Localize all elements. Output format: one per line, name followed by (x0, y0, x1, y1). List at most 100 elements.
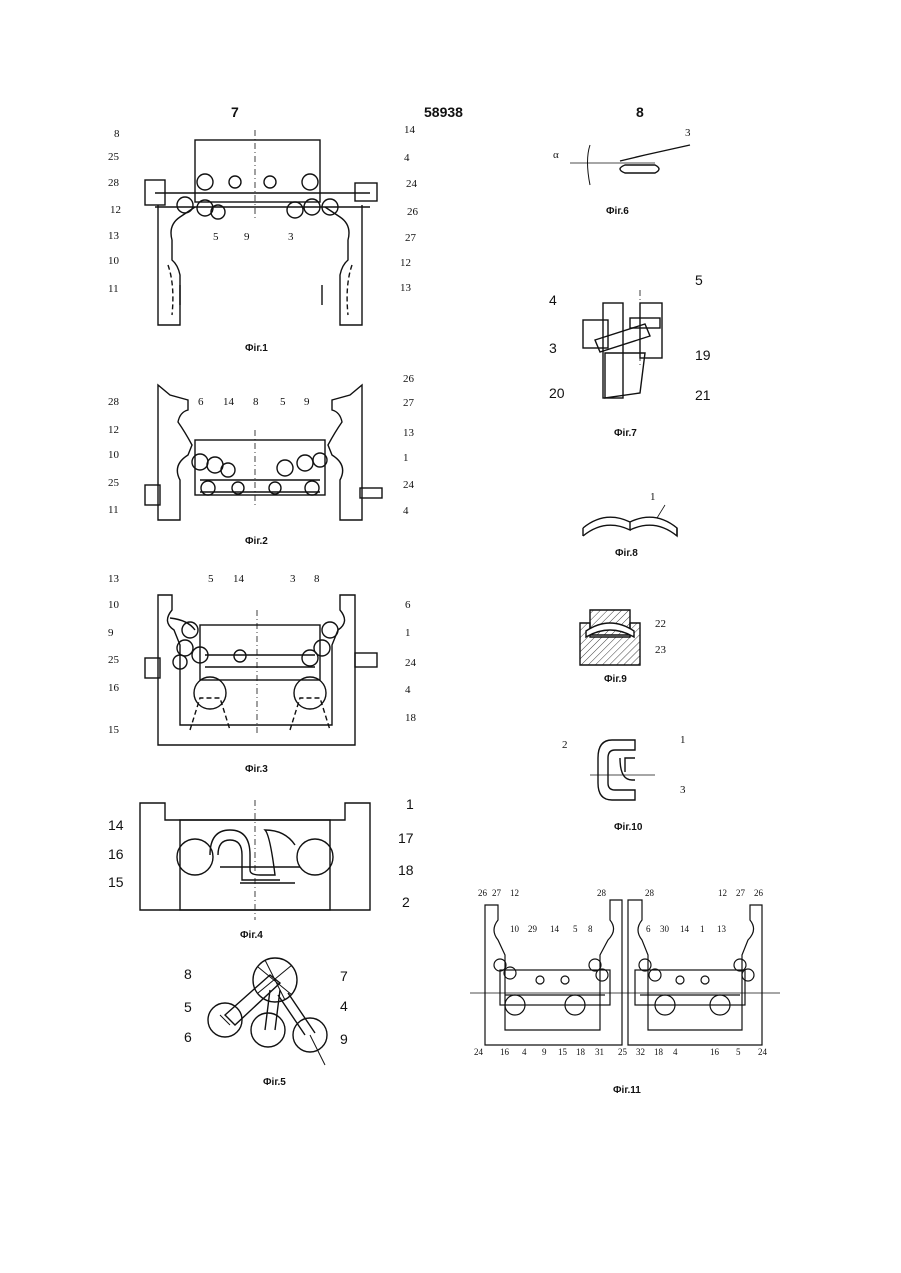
label-9: 9 (542, 1048, 547, 1057)
figure-8: 1 (575, 490, 685, 540)
label-3: 3 (549, 341, 557, 355)
label-6: 6 (198, 397, 204, 408)
label-4: 4 (404, 153, 410, 164)
label-9: 9 (340, 1032, 348, 1046)
label-1: 1 (700, 925, 705, 934)
label-3: 3 (685, 128, 691, 139)
label-4: 4 (403, 506, 409, 517)
label-27: 27 (492, 889, 501, 898)
figure-3: 13 10 9 25 16 15 5 14 3 8 6 1 24 4 18 (100, 570, 430, 750)
label-8: 8 (588, 925, 593, 934)
label-27: 27 (403, 398, 414, 409)
label-5: 5 (695, 273, 703, 287)
label-1: 1 (650, 492, 656, 503)
label-8: 8 (184, 967, 192, 981)
label-13: 13 (108, 231, 119, 242)
figure-8-caption: Фіг.8 (615, 548, 638, 559)
label-21: 21 (695, 388, 711, 402)
label-26b: 26 (754, 889, 763, 898)
figure-1-drawing (100, 125, 430, 355)
figure-3-caption: Фіг.3 (245, 764, 268, 775)
label-28: 28 (597, 889, 606, 898)
label-5b: 5 (736, 1048, 741, 1057)
figure-1: 8 25 28 12 13 10 11 14 4 24 26 27 12 13 … (100, 125, 430, 355)
label-18b: 18 (654, 1048, 663, 1057)
label-17: 17 (398, 831, 414, 845)
label-1: 1 (405, 628, 411, 639)
label-7: 7 (340, 969, 348, 983)
label-3: 3 (288, 232, 294, 243)
page-number-right: 8 (636, 104, 644, 120)
label-29: 29 (528, 925, 537, 934)
label-13: 13 (403, 428, 414, 439)
figure-11: 26 27 12 28 28 12 27 26 10 29 14 5 8 6 3… (470, 885, 780, 1065)
label-5: 5 (573, 925, 578, 934)
label-12: 12 (110, 205, 121, 216)
label-19: 19 (695, 348, 711, 362)
label-13: 13 (717, 925, 726, 934)
label-14: 14 (223, 397, 234, 408)
label-4: 4 (340, 999, 348, 1013)
label-14: 14 (404, 125, 415, 136)
label-24: 24 (474, 1048, 483, 1057)
label-12: 12 (510, 889, 519, 898)
label-9: 9 (244, 232, 250, 243)
label-15: 15 (108, 875, 124, 889)
label-4: 4 (549, 293, 557, 307)
label-9: 9 (108, 628, 114, 639)
label-14b: 14 (680, 925, 689, 934)
label-6: 6 (184, 1030, 192, 1044)
label-12b: 12 (718, 889, 727, 898)
label-18: 18 (405, 713, 416, 724)
figure-9: 22 23 (570, 605, 700, 670)
figure-3-drawing (100, 570, 430, 750)
label-18: 18 (398, 863, 414, 877)
label-24b: 24 (758, 1048, 767, 1057)
label-14: 14 (108, 818, 124, 832)
label-16: 16 (108, 847, 124, 861)
label-24: 24 (405, 658, 416, 669)
label-32: 32 (636, 1048, 645, 1057)
figure-10-drawing (560, 728, 700, 818)
label-26: 26 (403, 374, 414, 385)
patent-number: 58938 (424, 104, 463, 120)
page-number-left: 7 (231, 104, 239, 120)
label-25: 25 (108, 152, 119, 163)
label-28: 28 (108, 397, 119, 408)
label-26: 26 (478, 889, 487, 898)
figure-4-caption: Фіг.4 (240, 930, 263, 941)
label-16: 16 (500, 1048, 509, 1057)
label-5: 5 (280, 397, 286, 408)
label-6: 6 (646, 925, 651, 934)
label-25: 25 (108, 478, 119, 489)
label-10: 10 (108, 600, 119, 611)
label-15: 15 (108, 725, 119, 736)
label-27b: 27 (736, 889, 745, 898)
label-10: 10 (108, 450, 119, 461)
label-9: 9 (304, 397, 310, 408)
label-14: 14 (233, 574, 244, 585)
figure-2-drawing (100, 370, 430, 530)
figure-8-drawing (575, 490, 685, 540)
figure-9-drawing (570, 605, 700, 670)
figure-4-drawing (100, 795, 430, 925)
label-3: 3 (290, 574, 296, 585)
label-24: 24 (406, 179, 417, 190)
figure-1-caption: Фіг.1 (245, 343, 268, 354)
figure-5-caption: Фіг.5 (263, 1077, 286, 1088)
label-8: 8 (253, 397, 259, 408)
label-1: 1 (406, 797, 414, 811)
label-4: 4 (405, 685, 411, 696)
label-16: 16 (108, 683, 119, 694)
label-22: 22 (655, 619, 666, 630)
label-13: 13 (108, 574, 119, 585)
label-5: 5 (208, 574, 214, 585)
figure-2: 28 12 10 25 11 6 14 8 5 9 13 1 24 4 26 2… (100, 370, 430, 530)
label-5: 5 (213, 232, 219, 243)
label-1: 1 (680, 735, 686, 746)
label-18: 18 (576, 1048, 585, 1057)
label-8: 8 (114, 129, 120, 140)
label-4: 4 (522, 1048, 527, 1057)
label-23: 23 (655, 645, 666, 656)
label-24: 24 (403, 480, 414, 491)
